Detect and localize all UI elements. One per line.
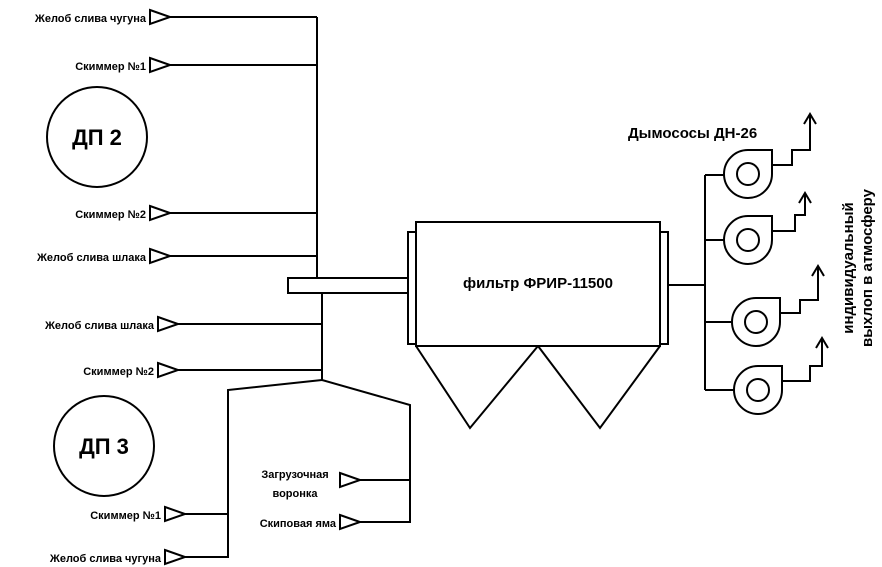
dp3-nozzle-4 xyxy=(164,548,189,566)
hopper-nozzle-2 xyxy=(339,513,364,531)
hopper-label-line2: воронка xyxy=(272,488,318,500)
dp2-source-1-label: Желоб слива чугуна xyxy=(34,13,147,25)
dp3-source-1-label: Желоб слива шлака xyxy=(44,320,155,332)
dp2-source-3-label: Скиммер №2 xyxy=(75,209,146,221)
exhauster-3 xyxy=(705,264,825,347)
dp2-source-2-label: Скиммер №1 xyxy=(75,61,146,73)
dp2-furnace xyxy=(46,86,148,188)
exhaust-label-1: индивидуальный xyxy=(840,202,857,334)
filter-hopper-left xyxy=(415,345,539,430)
filter-flange-right xyxy=(659,231,669,345)
filter-hopper-right xyxy=(537,345,661,430)
exhauster-2 xyxy=(705,191,812,265)
dp2-source-4-label: Желоб слива шлака xyxy=(36,252,147,264)
skip-pit-label: Скиповая яма xyxy=(260,518,337,530)
hopper-collector xyxy=(321,379,411,523)
exhauster-1 xyxy=(705,112,817,199)
dp3-nozzle-3 xyxy=(164,505,189,523)
filter-label: фильтр ФРИР-11500 xyxy=(463,275,613,292)
dp3-furnace xyxy=(53,395,155,497)
dp3-source-3-label: Скиммер №1 xyxy=(90,510,161,522)
dp2-nozzle-4 xyxy=(149,247,174,265)
hopper-label-line1: Загрузочная xyxy=(261,469,328,481)
dp2-nozzle-3 xyxy=(149,204,174,222)
dp3-lower-collector xyxy=(185,379,323,558)
dp3-nozzle-1 xyxy=(157,315,182,333)
dp3-nozzle-2 xyxy=(157,361,182,379)
dp2-label: ДП 2 xyxy=(72,125,122,150)
dp3-label: ДП 3 xyxy=(79,434,129,459)
dp2-nozzle-2 xyxy=(149,56,174,74)
exhaust-label-2: выхлоп в атмосферу xyxy=(859,188,876,347)
dp2-nozzle-1 xyxy=(149,8,174,26)
exhausters-label: Дымососы ДН-26 xyxy=(628,125,757,142)
filter-flange-left xyxy=(407,231,417,345)
dp3-source-4-label: Желоб слива чугуна xyxy=(49,553,162,565)
main-duct xyxy=(287,277,409,294)
exhauster-4 xyxy=(705,336,829,415)
hopper-nozzle-1 xyxy=(339,471,364,489)
dp3-source-2-label: Скиммер №2 xyxy=(83,366,154,378)
